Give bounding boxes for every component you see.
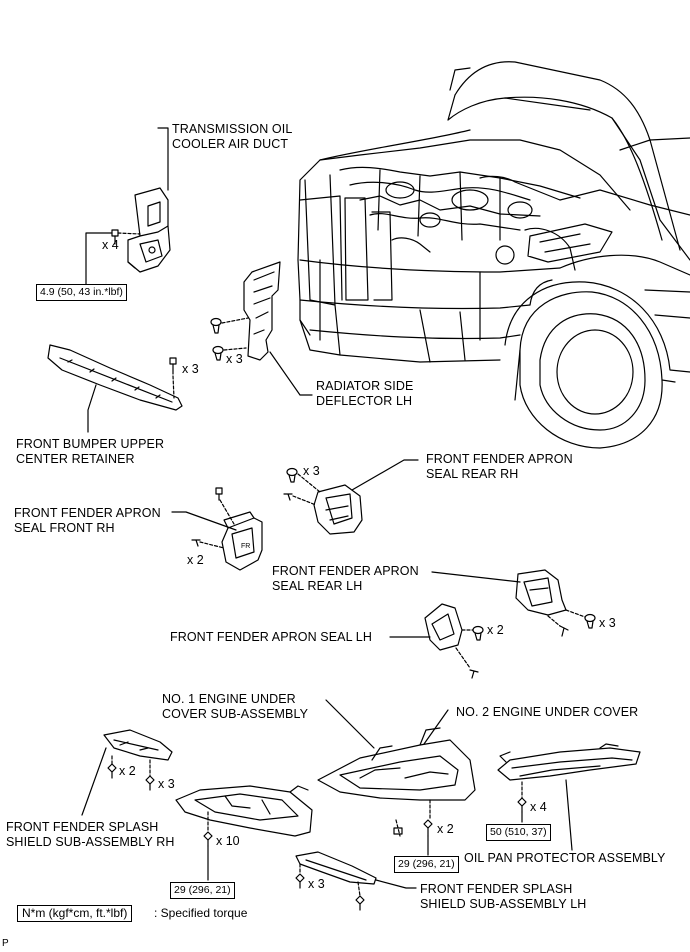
label-no2-engine-under-cover: NO. 2 ENGINE UNDER COVER bbox=[456, 705, 639, 719]
splash-shield-lh-part bbox=[295, 851, 377, 885]
qty-apron-front-rh: x 2 bbox=[187, 553, 204, 567]
retainer-bolt-icon bbox=[169, 357, 177, 399]
apron-rear-lh-fastener-icon bbox=[547, 609, 596, 637]
apron-front-rh-leader bbox=[171, 511, 237, 531]
deflector-clip-icon bbox=[210, 317, 249, 361]
torque-box-duct: 4.9 (50, 43 in.*lbf) bbox=[36, 284, 127, 301]
qty-splash-lh-bolts: x 3 bbox=[308, 877, 325, 891]
deflector-leader bbox=[269, 351, 313, 396]
engine-cover-bolt-icon bbox=[203, 811, 213, 847]
label-oil-pan-protector: OIL PAN PROTECTOR ASSEMBLY bbox=[464, 851, 666, 865]
torque-box-engine-cover: 29 (296, 21) bbox=[170, 882, 235, 899]
label-splash-shield-lh: FRONT FENDER SPLASH SHIELD SUB-ASSEMBLY … bbox=[420, 882, 587, 911]
apron-rear-rh-leader bbox=[351, 459, 419, 491]
label-radiator-side-deflector: RADIATOR SIDE DEFLECTOR LH bbox=[316, 379, 414, 408]
splash-lh-leader bbox=[375, 879, 417, 889]
apron-seal-front-rh-part: FR bbox=[221, 511, 263, 571]
torque-box-oil-pan: 50 (510, 37) bbox=[486, 824, 551, 841]
qty-apron-rear-rh: x 3 bbox=[303, 464, 320, 478]
label-apron-seal-rear-lh: FRONT FENDER APRON SEAL REAR LH bbox=[272, 564, 419, 593]
qty-retainer-bolts: x 3 bbox=[182, 362, 199, 376]
duct-torque-leader bbox=[85, 232, 113, 287]
legend-specified-torque: : Specified torque bbox=[154, 906, 248, 920]
radiator-side-deflector-part bbox=[243, 261, 281, 361]
label-splash-shield-rh: FRONT FENDER SPLASH SHIELD SUB-ASSEMBLY … bbox=[6, 820, 175, 849]
splash-lh-fastener-icon bbox=[295, 863, 365, 911]
qty-duct-bolts: x 4 bbox=[102, 238, 119, 252]
apron-seal-rear-rh-part bbox=[313, 484, 363, 535]
splash-rh-fastener-icon bbox=[107, 755, 155, 791]
oil-pan-protector-part bbox=[497, 743, 641, 781]
qty-no2-cover-bolts: x 2 bbox=[437, 822, 454, 836]
retainer-leader bbox=[87, 384, 97, 433]
no2-engine-under-cover-part bbox=[317, 727, 476, 801]
no2-cover-bolt-icon bbox=[393, 799, 433, 837]
qty-oil-pan-bolts: x 4 bbox=[530, 800, 547, 814]
oil-pan-bolt-icon bbox=[517, 781, 527, 813]
apron-rear-rh-fastener-icon bbox=[283, 467, 321, 506]
legend-torque-unit: N*m (kgf*cm, ft.*lbf) bbox=[17, 905, 133, 922]
no1-engine-under-cover-part bbox=[175, 785, 313, 837]
label-apron-seal-rear-rh: FRONT FENDER APRON SEAL REAR RH bbox=[426, 452, 573, 481]
label-no1-engine-under-cover: NO. 1 ENGINE UNDER COVER SUB-ASSEMBLY bbox=[162, 692, 309, 721]
label-apron-seal-lh: FRONT FENDER APRON SEAL LH bbox=[170, 630, 372, 644]
figure-code: P bbox=[2, 938, 9, 949]
transmission-oil-cooler-air-duct-part bbox=[127, 187, 171, 273]
label-front-bumper-upper-center-retainer: FRONT BUMPER UPPER CENTER RETAINER bbox=[16, 437, 165, 466]
apron-seal-lh-fastener-icon bbox=[455, 625, 484, 679]
apron-rear-lh-leader bbox=[431, 571, 521, 583]
torque-box-no2-cover: 29 (296, 21) bbox=[394, 856, 459, 873]
label-apron-seal-front-rh: FRONT FENDER APRON SEAL FRONT RH bbox=[14, 506, 161, 535]
oil-pan-leader bbox=[565, 779, 573, 851]
qty-apron-seal-lh: x 2 bbox=[487, 623, 504, 637]
front-bumper-upper-center-retainer-part bbox=[47, 344, 183, 411]
apron-seal-rear-lh-part bbox=[515, 569, 567, 616]
apron-seal-lh-part bbox=[424, 603, 463, 651]
qty-splash-rh-clips: x 2 bbox=[119, 764, 136, 778]
qty-engine-cover-bolts: x 10 bbox=[216, 834, 240, 848]
splash-rh-leader bbox=[81, 747, 107, 816]
trans-duct-leader bbox=[157, 127, 169, 191]
apron-front-rh-fastener-icon bbox=[191, 487, 235, 549]
engine-under-2-leader bbox=[423, 709, 449, 745]
engine-under-1-leader bbox=[325, 699, 375, 749]
vehicle-front-illustration bbox=[297, 61, 690, 449]
duct-bolt-icon bbox=[111, 229, 141, 245]
qty-apron-rear-lh: x 3 bbox=[599, 616, 616, 630]
label-transmission-oil-cooler-air-duct: TRANSMISSION OIL COOLER AIR DUCT bbox=[172, 122, 293, 151]
qty-splash-rh-bolts: x 3 bbox=[158, 777, 175, 791]
splash-shield-rh-part bbox=[103, 729, 173, 761]
qty-deflector-clips: x 3 bbox=[226, 352, 243, 366]
svg-text:FR: FR bbox=[241, 543, 250, 550]
